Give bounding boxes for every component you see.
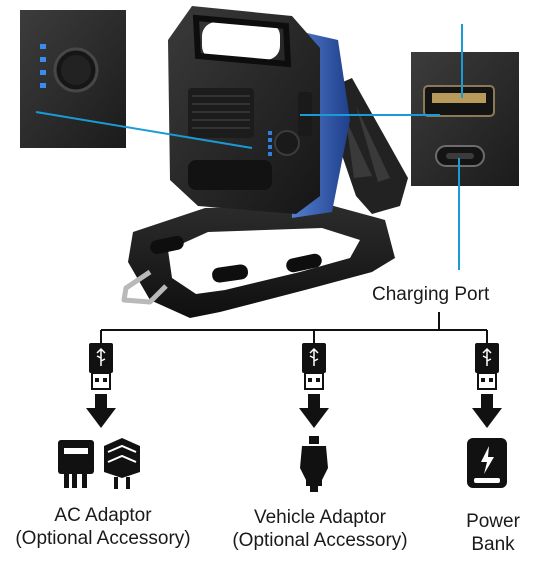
charging-port-text: Charging Port: [372, 284, 490, 305]
metal-hook: [121, 269, 168, 305]
lightning-icon: [481, 446, 494, 474]
down-arrow-icon: [299, 394, 329, 428]
down-arrow-icon: [472, 394, 502, 428]
vehicle-adaptor-note: (Optional Accessory): [232, 530, 408, 551]
handle-cutout: [202, 22, 280, 60]
power-bank-icon: [467, 438, 507, 488]
ac-adaptor-icon: [58, 438, 140, 489]
power-bank-title-line2: Bank: [471, 534, 515, 555]
power-bank-label: Power Bank: [453, 510, 533, 556]
port-closeup-inset: [300, 24, 519, 270]
connection-lines: [100, 312, 488, 344]
vehicle-adaptor-title: Vehicle Adaptor: [253, 507, 387, 528]
work-light-device: [121, 6, 408, 318]
usb-a-port: [423, 85, 495, 117]
callout-line-buttons: [35, 111, 253, 149]
device-power-button: [274, 130, 300, 156]
ac-adaptor-note: (Optional Accessory): [15, 528, 191, 549]
usb-plug-icon: [89, 343, 113, 390]
power-bank-title-line1: Power: [466, 511, 520, 532]
car-adaptor-icon: [300, 436, 328, 492]
button-closeup-inset: [20, 10, 253, 149]
usb-plug-icon: [475, 343, 499, 390]
vent-grille: [188, 88, 254, 138]
charging-port-label: Charging Port: [372, 283, 489, 306]
ac-adaptor-label: AC Adaptor (Optional Accessory): [0, 504, 206, 550]
down-arrow-icon: [86, 394, 116, 428]
usb-plug-icon: [302, 343, 326, 390]
closeup-indicator-leds: [40, 44, 46, 88]
device-indicator-leds: [268, 131, 272, 156]
vehicle-adaptor-label: Vehicle Adaptor (Optional Accessory): [222, 506, 418, 552]
usb-c-port: [435, 145, 485, 167]
ac-adaptor-title: AC Adaptor: [54, 505, 152, 526]
